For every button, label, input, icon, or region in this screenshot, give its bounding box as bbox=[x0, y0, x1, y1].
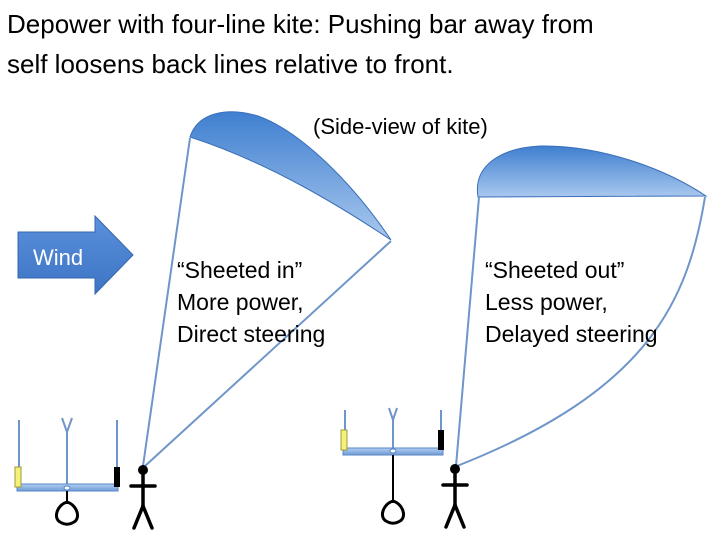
kite-sheeted-in bbox=[142, 111, 392, 467]
wind-arrow bbox=[17, 214, 134, 296]
sheeted-out-line1: Less power, bbox=[485, 289, 608, 315]
sheeted-in-line1: More power, bbox=[177, 289, 304, 315]
sheeted-in-line2: Direct steering bbox=[177, 321, 326, 347]
chicken-loop-left bbox=[55, 500, 79, 526]
kite-profile-sheeted-out bbox=[476, 145, 708, 198]
front-line-sheeted-in bbox=[142, 137, 191, 467]
rider-figure-right bbox=[441, 464, 469, 529]
sheeted-in-heading: “Sheeted in” bbox=[177, 257, 303, 283]
kite-sheeted-out bbox=[455, 145, 708, 467]
yellow-marker-left bbox=[14, 466, 22, 488]
back-line-sheeted-out bbox=[456, 196, 706, 467]
sheeted-out-heading: “Sheeted out” bbox=[485, 257, 625, 283]
rider-figure-left bbox=[129, 465, 157, 530]
wind-label: Wind bbox=[33, 245, 84, 270]
title-line-2: self loosens back lines relative to fron… bbox=[7, 49, 454, 79]
back-line-sheeted-in bbox=[144, 240, 392, 467]
black-marker-left bbox=[114, 467, 120, 487]
side-view-note: (Side-view of kite) bbox=[313, 114, 488, 139]
sheeted-out-line2: Delayed steering bbox=[485, 321, 658, 347]
control-bar-sheeted-out bbox=[340, 407, 444, 525]
title-line-1: Depower with four-line kite: Pushing bar… bbox=[7, 9, 594, 39]
front-line-sheeted-out bbox=[455, 196, 480, 467]
chicken-loop-right bbox=[381, 499, 405, 525]
yellow-marker-right bbox=[340, 429, 348, 451]
black-marker-right bbox=[438, 430, 444, 450]
kite-profile-sheeted-in bbox=[189, 111, 392, 241]
control-bar-sheeted-in bbox=[14, 417, 120, 526]
